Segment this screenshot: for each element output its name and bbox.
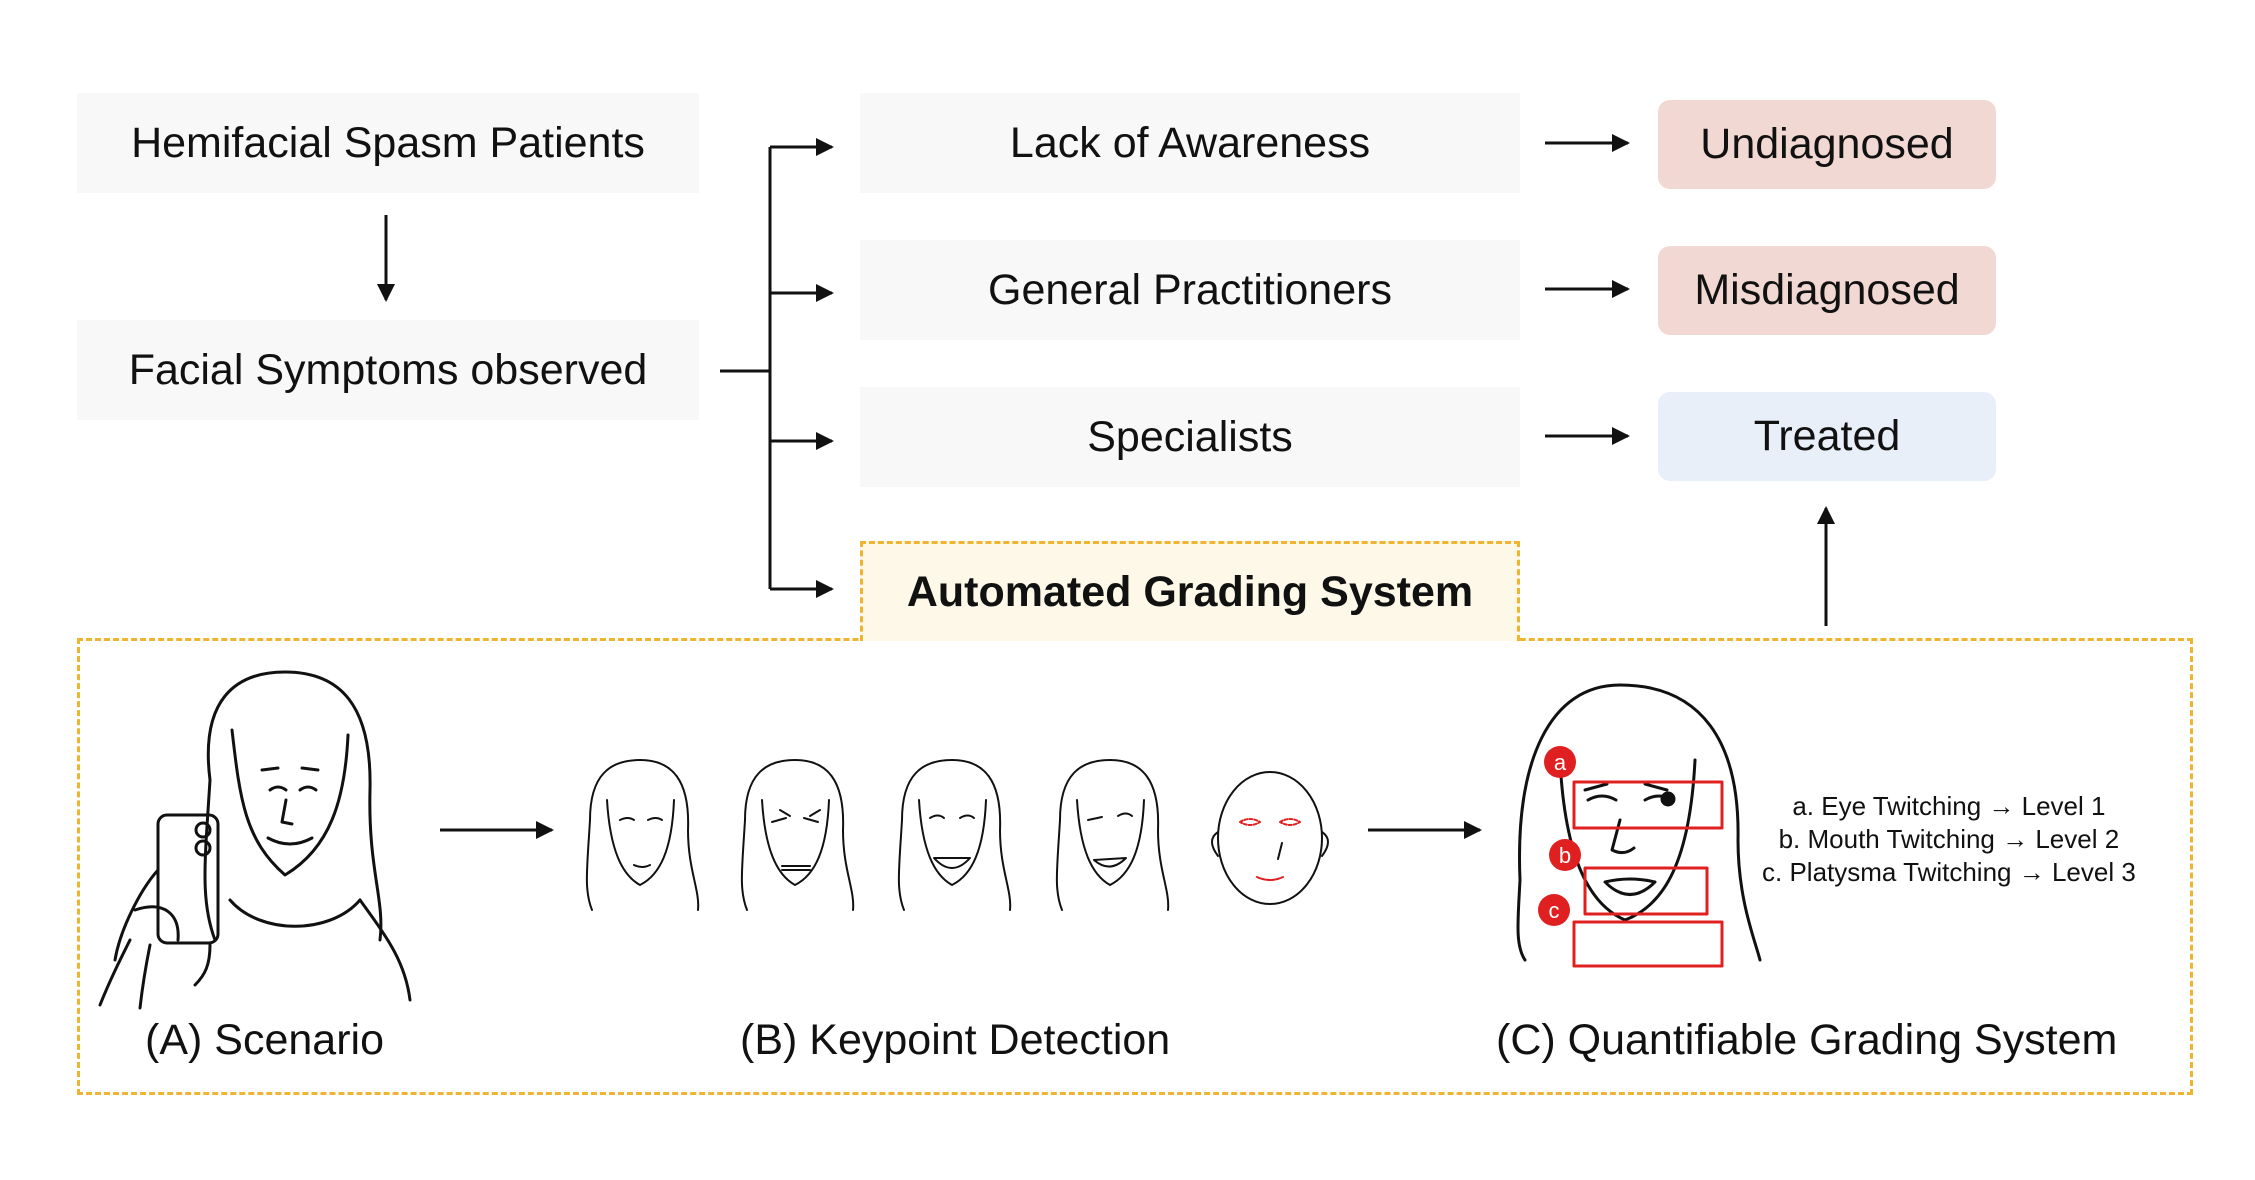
legend-mouth: b. Mouth Twitching → Level 2 [1778,824,2120,854]
marker-c-label: c [1549,898,1560,923]
patients-box: Hemifacial Spasm Patients [77,93,699,193]
keypoint-marks [1239,818,1301,881]
caption-grading: (C) Quantifiable Grading System [1496,1016,2118,1064]
treated-box: Treated [1658,392,1996,481]
keypoint-face-4 [1055,759,1170,911]
automated-box: Automated Grading System [860,541,1520,641]
marker-b-label: b [1559,843,1571,868]
legend-platysma: c. Platysma Twitching → Level 3 [1762,857,2136,887]
specialists-box: Specialists [860,387,1520,487]
lack-box: Lack of Awareness [860,93,1520,193]
keypoint-face-3 [897,759,1012,911]
symptoms-box: Facial Symptoms observed [77,320,699,420]
graded-face-illustration [1516,683,1762,962]
misdiagnosed-box: Misdiagnosed [1658,246,1996,335]
specialists-label: Specialists [1087,412,1293,461]
grading-legend: a. Eye Twitching → Level 1 b. Mouth Twit… [1762,790,2136,889]
undiagnosed-label: Undiagnosed [1700,120,1954,168]
grading-regions [1572,780,1724,968]
caption-keypoint: (B) Keypoint Detection [740,1016,1171,1064]
misdiagnosed-label: Misdiagnosed [1694,266,1960,314]
marker-c [1538,894,1570,926]
keypoint-face-1 [585,759,700,911]
symptoms-label: Facial Symptoms observed [128,345,648,394]
marker-a-label: a [1554,750,1567,775]
eye-region [1572,780,1724,830]
treated-label: Treated [1753,412,1901,460]
marker-b [1549,839,1581,871]
keypoint-face-5 [1211,771,1329,905]
platysma-region [1572,920,1724,968]
lack-label: Lack of Awareness [1009,118,1371,167]
caption-scenario: (A) Scenario [145,1016,384,1064]
gp-label: General Practitioners [988,265,1392,314]
mouth-region [1583,866,1709,916]
patients-label: Hemifacial Spasm Patients [131,118,645,167]
legend-eye: a. Eye Twitching → Level 1 [1792,791,2106,821]
keypoint-face-2 [740,759,855,911]
scenario-illustration [98,670,412,1010]
undiagnosed-box: Undiagnosed [1658,100,1996,189]
automated-label: Automated Grading System [906,568,1474,616]
marker-a [1544,746,1576,778]
gp-box: General Practitioners [860,240,1520,340]
